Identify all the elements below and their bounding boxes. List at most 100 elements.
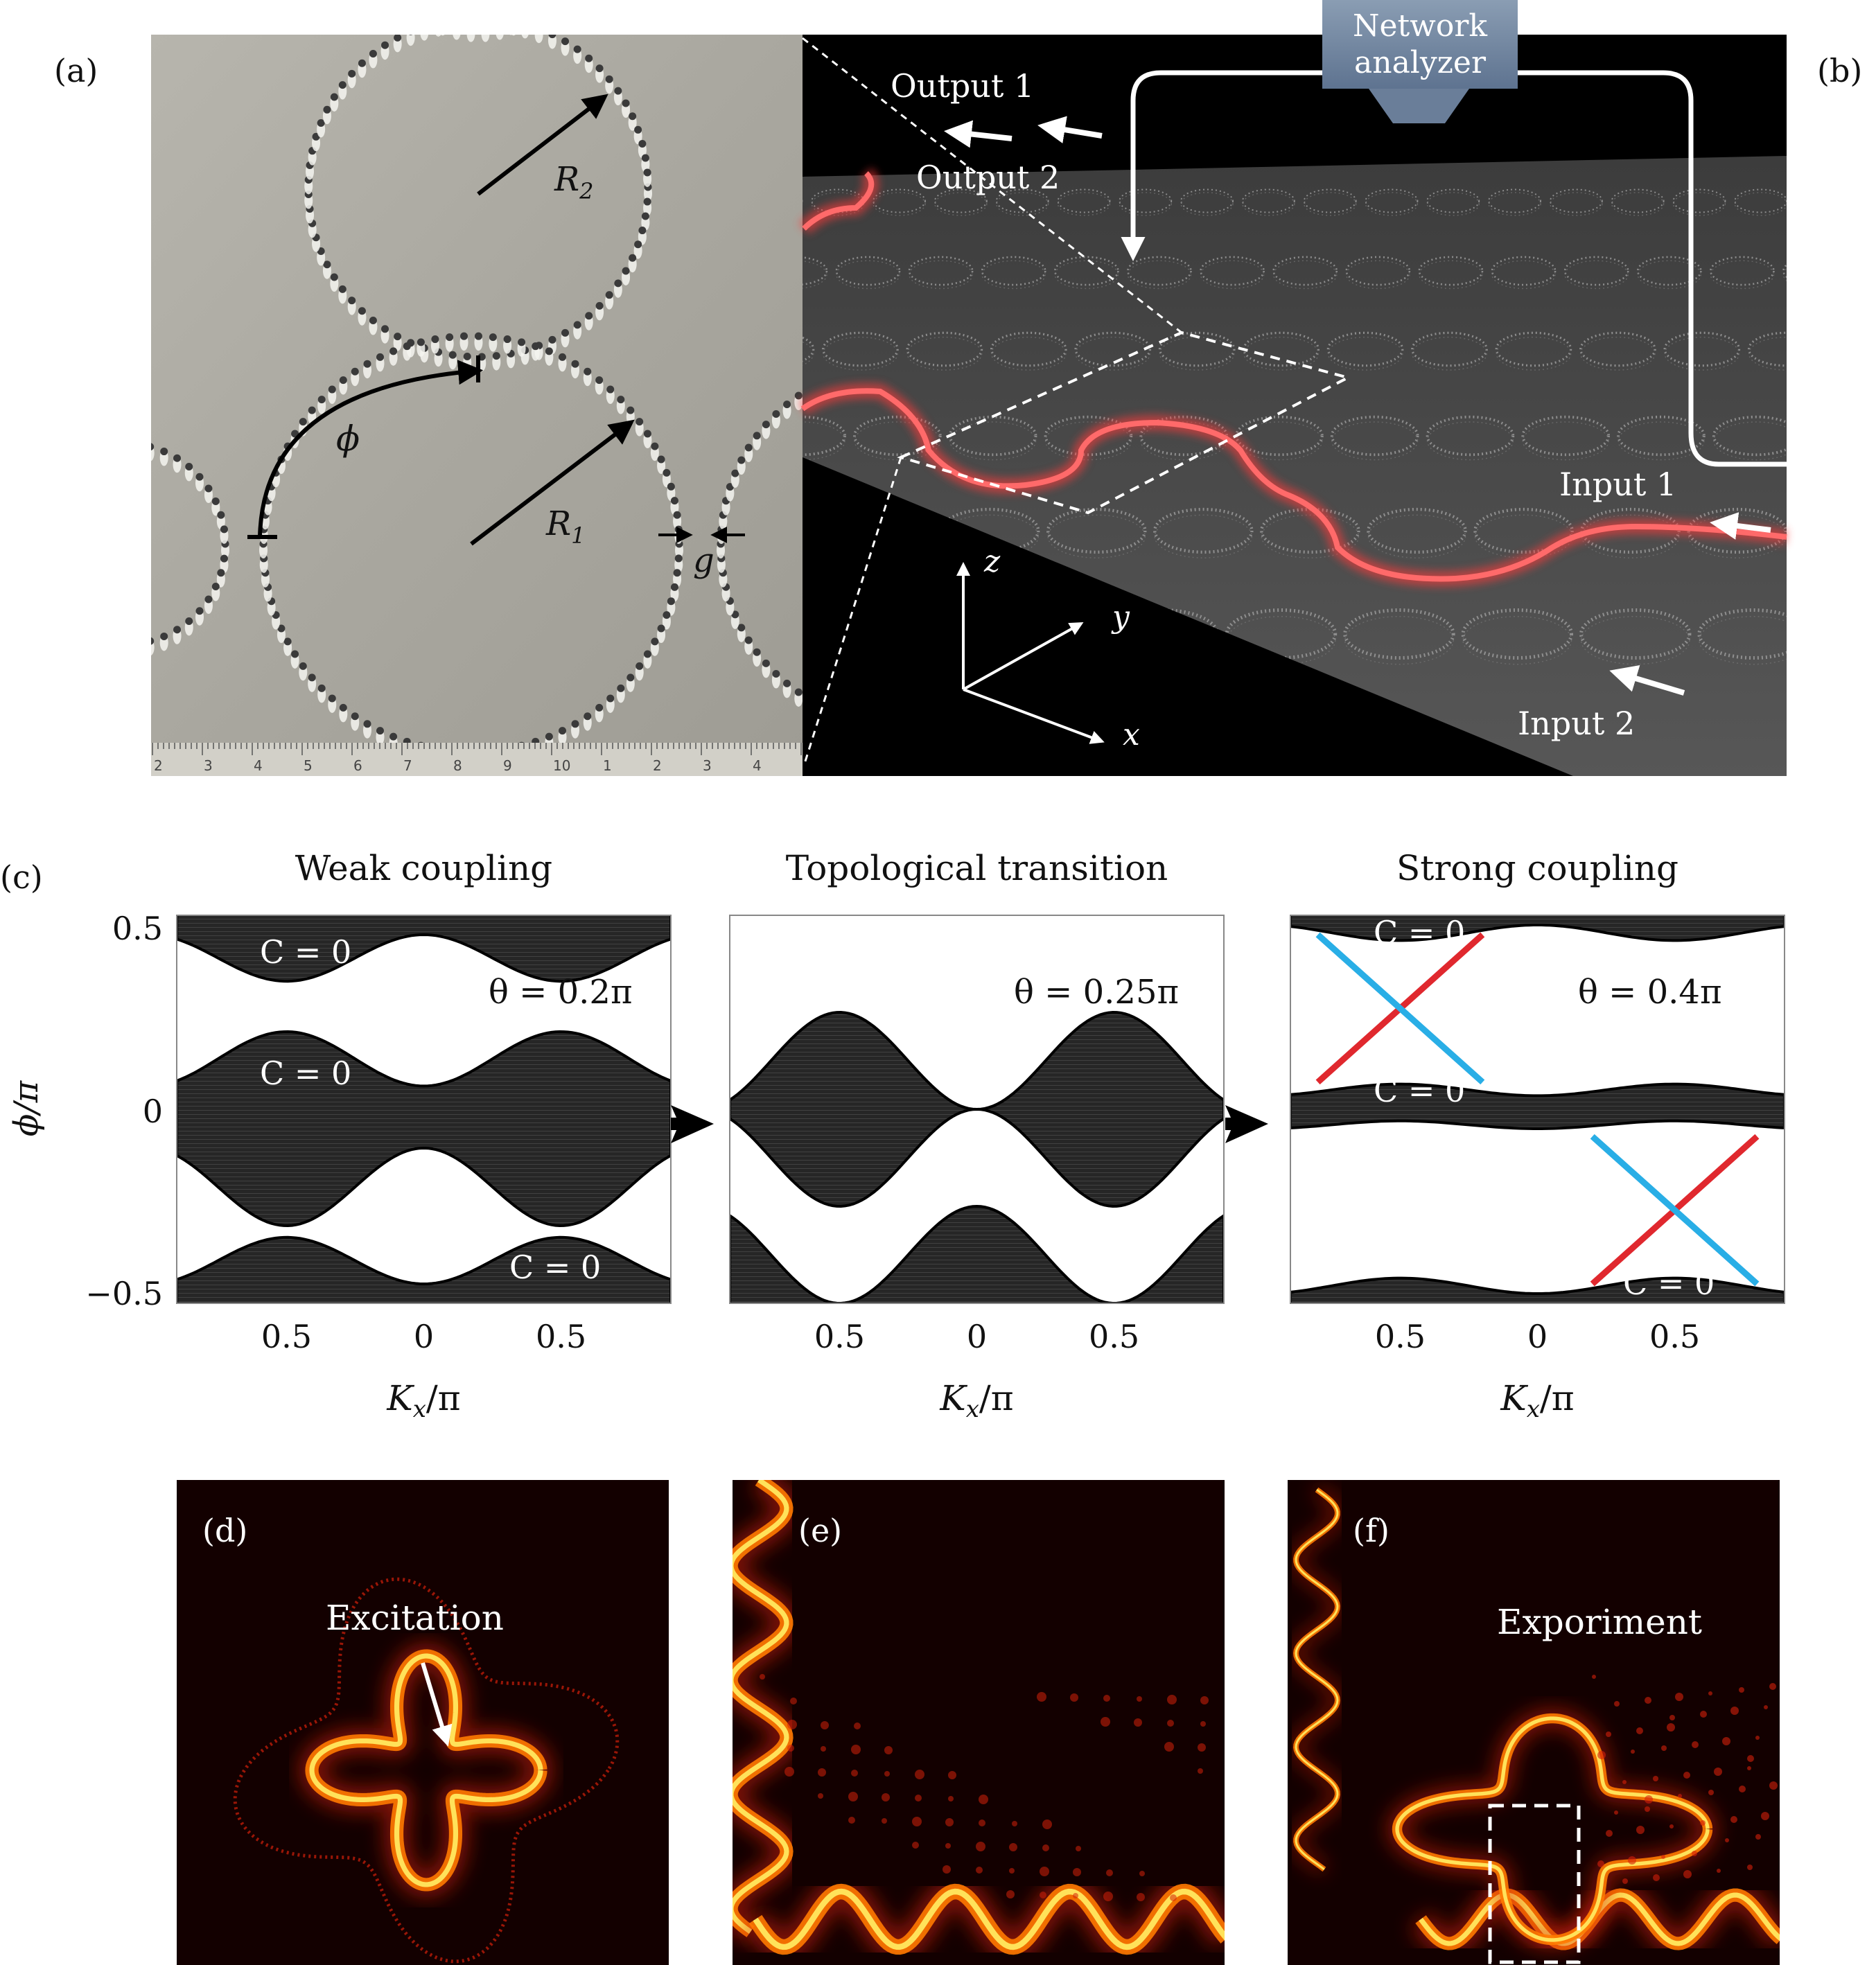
pillar	[418, 741, 424, 743]
field-speckle	[1170, 1894, 1177, 1901]
pillar	[783, 679, 791, 687]
pillar	[605, 291, 613, 299]
pillar	[651, 637, 659, 646]
lattice-ring	[803, 256, 828, 286]
pillar-highlight	[466, 35, 475, 42]
field-speckle	[1103, 1892, 1113, 1901]
lattice-ring	[1563, 256, 1629, 286]
pillar	[204, 484, 213, 493]
pillar-highlight	[441, 35, 445, 36]
field-speckle	[854, 1722, 861, 1729]
field-speckle	[818, 1793, 823, 1799]
pillar	[663, 611, 671, 619]
x-axis-label: Kx/π	[386, 1378, 460, 1423]
pillar	[545, 347, 553, 355]
pillar-highlight	[51, 614, 59, 631]
pillar	[573, 45, 581, 53]
panel-e: (e)	[733, 1480, 1225, 1965]
pillar	[614, 87, 622, 95]
pillar	[376, 727, 384, 735]
field-speckle	[1073, 1868, 1081, 1876]
ruler-tick-label: 4	[753, 757, 762, 774]
pillar	[463, 352, 471, 360]
panel-b-label: (b)	[1817, 52, 1862, 89]
pillar-highlight	[62, 460, 71, 477]
field-speckle	[1137, 1893, 1145, 1901]
pillar	[381, 325, 389, 333]
lattice-ring-shadow	[1637, 260, 1702, 290]
lattice-ring-shadow	[803, 421, 845, 461]
pillar	[21, 533, 28, 540]
panel-f-label: (f)	[1353, 1512, 1390, 1549]
lattice-ring	[1491, 256, 1557, 286]
field-speckle	[1661, 1855, 1665, 1859]
field-speckle	[1722, 1737, 1730, 1745]
field-speckle	[1739, 1786, 1746, 1792]
pillar	[744, 443, 753, 452]
pillar	[626, 673, 635, 682]
z-axis-label: z	[983, 544, 1001, 579]
pillar-highlight	[406, 35, 415, 46]
lattice-ring	[1046, 507, 1147, 554]
lattice-ring-shadow	[981, 260, 1046, 290]
lattice-ring	[1426, 188, 1480, 213]
lattice-ring	[1153, 507, 1254, 554]
field-speckle	[1009, 1868, 1015, 1874]
pillar	[62, 622, 70, 629]
pillar	[478, 14, 486, 21]
field-speckle	[1747, 1766, 1751, 1770]
panel-a-label: (a)	[54, 52, 98, 89]
field-speckle	[1661, 1745, 1667, 1751]
lattice-ring-shadow	[1127, 260, 1192, 290]
pillar	[584, 712, 592, 721]
parameter-label: θ = 0.2π	[489, 973, 633, 1012]
cable-to-output	[1121, 70, 1322, 261]
pillar-highlight	[403, 0, 411, 11]
lattice-ring-shadow	[909, 260, 973, 290]
field-speckle	[915, 1795, 922, 1801]
pillar-highlight	[22, 520, 30, 536]
pillar	[605, 75, 613, 83]
lattice-ring-shadow	[1426, 421, 1514, 461]
field-speckle	[1692, 1741, 1699, 1748]
field-speckle	[1137, 1696, 1142, 1702]
pillar	[772, 409, 780, 418]
field-speckle	[787, 1745, 794, 1752]
pillar	[674, 554, 683, 563]
pillar	[453, 21, 460, 29]
pillar	[561, 37, 570, 46]
lattice-ring-shadow	[1522, 421, 1609, 461]
lattice-ring-shadow	[1796, 193, 1848, 215]
pillar	[571, 360, 579, 368]
pillar-highlight	[545, 0, 554, 11]
ruler	[151, 743, 803, 776]
network-analyzer-box	[1322, 0, 1518, 89]
pillar	[595, 64, 604, 73]
lattice-ring	[1617, 415, 1706, 457]
lattice-ring	[822, 331, 899, 367]
lattice-ring-shadow	[1710, 260, 1775, 290]
pillar-highlight	[414, 4, 422, 21]
lattice-ring-shadow	[1462, 615, 1572, 665]
pillar-highlight	[41, 480, 49, 497]
lattice-ring	[1663, 331, 1741, 367]
pillar	[670, 497, 678, 505]
lattice-ring-shadow	[1365, 192, 1419, 216]
lattice-ring	[1053, 256, 1119, 286]
lattice-ring-shadow	[1713, 421, 1787, 461]
pillar	[358, 59, 366, 67]
pillar-highlight	[75, 631, 83, 648]
lattice-ring-shadow	[1611, 192, 1665, 216]
ruler-tick-label: 3	[204, 757, 213, 774]
field-speckle	[1683, 1772, 1690, 1779]
lattice-ring-shadow	[803, 260, 827, 290]
pillar	[351, 712, 359, 721]
y-tick-bottom: −0.5	[85, 1275, 163, 1312]
field-speckle	[943, 1865, 951, 1874]
pillar	[351, 367, 359, 376]
